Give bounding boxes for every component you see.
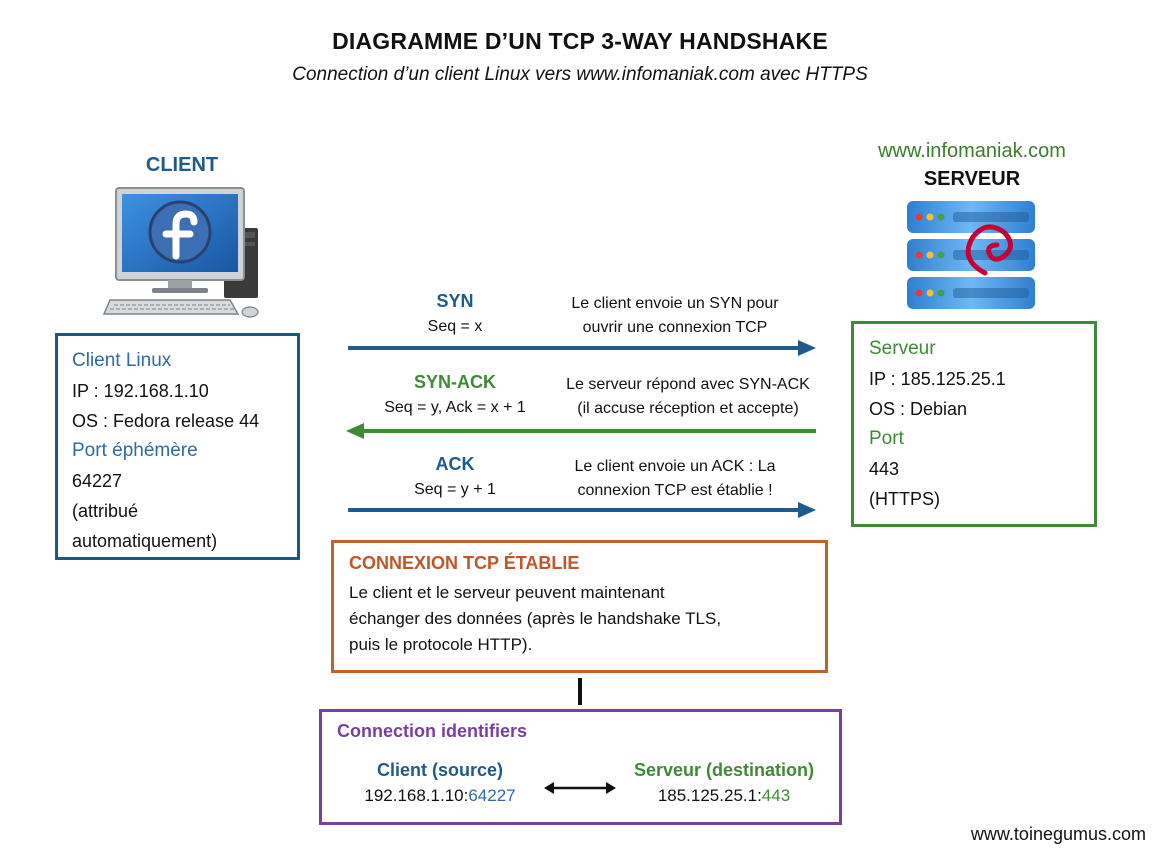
connection-established-line-3: puis le protocole HTTP). xyxy=(349,635,533,654)
connection-identifiers-box: Connection identifiers xyxy=(319,709,842,825)
identifiers-server-socket: 185.125.25.1:443 xyxy=(657,786,791,805)
syn-arrow xyxy=(348,340,816,356)
server-rack-icon xyxy=(907,201,1035,309)
connection-established-box: CONNEXION TCP ÉTABLIE Le client et le se… xyxy=(331,540,828,673)
connection-established-line-2: échanger des données (après le handshake… xyxy=(349,609,722,628)
identifiers-client-socket: 192.168.1.10:64227 xyxy=(364,786,516,805)
diagram-title: DIAGRAMME D’UN TCP 3-WAY HANDSHAKE xyxy=(332,28,828,54)
identifiers-server-title: Serveur (destination) xyxy=(633,760,815,780)
client-port-note-1: (attribué xyxy=(72,501,139,521)
syn-ack-description: Le serveur répond avec SYN-ACK (il accus… xyxy=(566,376,810,417)
syn-label: SYN xyxy=(436,291,474,311)
identifiers-client-title: Client (source) xyxy=(376,760,504,780)
server-label: SERVEUR xyxy=(923,168,1021,190)
syn-description: Le client envoie un SYN pour ouvrir une … xyxy=(571,295,779,336)
identifiers-title: Connection identifiers xyxy=(337,721,528,741)
connector-line xyxy=(578,678,582,705)
ack-arrow xyxy=(348,502,816,518)
footer-url: www.toinegumus.com xyxy=(970,824,1146,844)
desktop-computer-icon xyxy=(102,187,259,318)
client-port-note-2: automatiquement) xyxy=(72,531,218,551)
client-os: OS : Fedora release 44 xyxy=(72,411,260,431)
server-port-heading: Port xyxy=(869,428,904,449)
syn-ack-label: SYN-ACK xyxy=(413,372,496,392)
diagram-subtitle: Connection d’un client Linux vers www.in… xyxy=(292,64,868,85)
server-port: 443 xyxy=(869,459,900,479)
client-heading: Client Linux xyxy=(72,350,172,371)
server-port-note: (HTTPS) xyxy=(869,489,940,509)
bidirectional-arrow xyxy=(544,782,616,794)
server-info-box: Serveur IP : 185.125.25.1 OS : Debian Po… xyxy=(851,321,1097,527)
server-url: www.infomaniak.com xyxy=(878,140,1066,162)
syn-ack-seq: Seq = y, Ack = x + 1 xyxy=(384,399,526,416)
ack-seq: Seq = y + 1 xyxy=(414,481,496,498)
client-port-heading: Port éphémère xyxy=(72,440,198,461)
server-ip: IP : 185.125.25.1 xyxy=(869,369,1006,389)
syn-seq: Seq = x xyxy=(427,318,483,335)
client-info-box: Client Linux IP : 192.168.1.10 OS : Fedo… xyxy=(55,333,300,560)
client-label: CLIENT xyxy=(145,154,219,176)
connection-established-line-1: Le client et le serveur peuvent maintena… xyxy=(349,583,665,602)
client-ip: IP : 192.168.1.10 xyxy=(72,381,209,401)
server-os: OS : Debian xyxy=(869,399,968,419)
syn-ack-arrow xyxy=(346,423,816,439)
connection-established-title: CONNEXION TCP ÉTABLIE xyxy=(349,553,580,573)
ack-description: Le client envoie un ACK : La connexion T… xyxy=(574,458,776,499)
ack-label: ACK xyxy=(435,454,475,474)
client-port: 64227 xyxy=(72,471,123,491)
server-heading: Serveur xyxy=(869,338,936,359)
